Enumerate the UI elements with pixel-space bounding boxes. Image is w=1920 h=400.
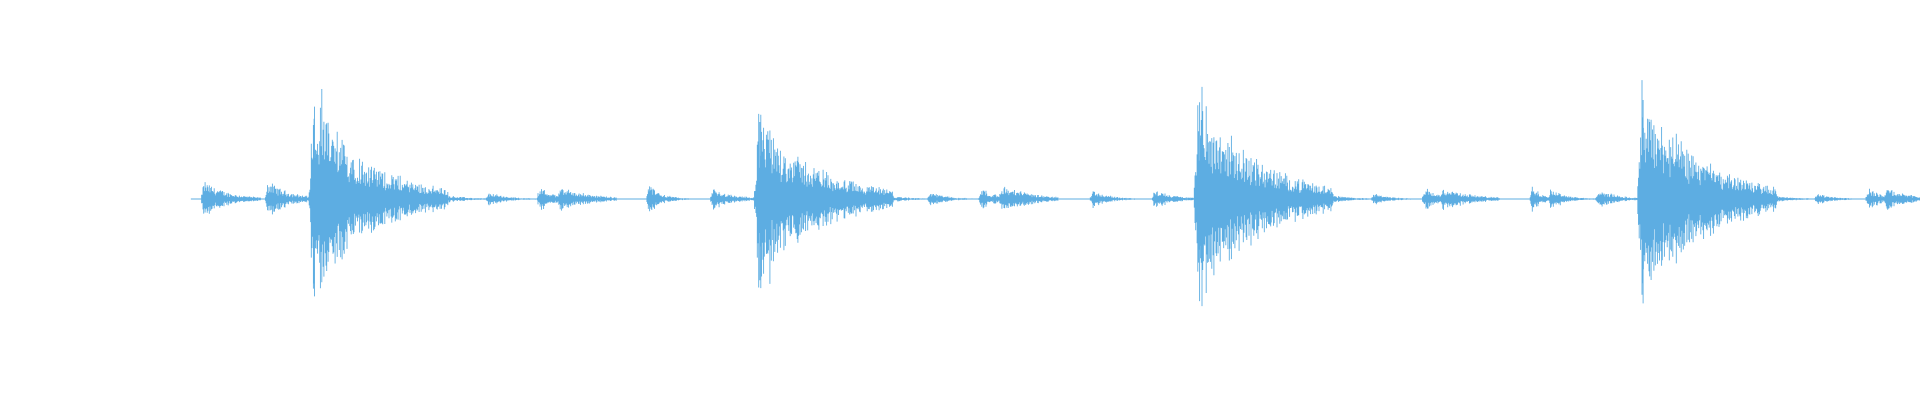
waveform-event-path-28 <box>1883 190 1920 210</box>
waveform-event-hit <box>308 89 449 297</box>
waveform-event-tap <box>200 182 261 214</box>
waveform-event-path-11 <box>926 194 988 206</box>
waveform-event-path-10 <box>864 191 926 208</box>
waveform-event-path-26 <box>1813 194 1875 204</box>
waveform-event-tick <box>1439 189 1500 210</box>
waveform-event-path-18 <box>1370 194 1431 205</box>
waveform-event-path-3 <box>424 190 486 208</box>
waveform-event-path-24 <box>1636 80 1777 304</box>
waveform-event-tick <box>1310 191 1371 208</box>
waveform-event-path-14 <box>1089 191 1150 208</box>
waveform-event-tick <box>997 186 1059 209</box>
waveform-event-tap <box>645 186 705 212</box>
waveform-event-tick <box>424 190 486 208</box>
waveform-event-path-0 <box>200 182 261 214</box>
waveform-event-tick <box>1751 191 1813 207</box>
waveform-event-tick <box>1089 191 1150 208</box>
waveform-event-tick <box>1370 194 1431 205</box>
waveform-event-path-25 <box>1751 191 1813 207</box>
waveform-event-path-6 <box>556 189 617 211</box>
waveform-event-path-7 <box>645 186 705 212</box>
waveform-event-tick <box>556 189 617 211</box>
waveform-event-tick <box>926 194 988 206</box>
waveform-event-tick <box>1813 194 1875 204</box>
waveform-event-path-13 <box>997 186 1059 209</box>
waveform-event-tick <box>864 191 926 208</box>
waveform-event-path-2 <box>308 89 449 297</box>
waveform-event-path-17 <box>1310 191 1371 208</box>
waveform-event-path-20 <box>1439 189 1500 210</box>
waveform-event-hit <box>1636 80 1777 304</box>
waveform-event-tick <box>1883 190 1920 210</box>
